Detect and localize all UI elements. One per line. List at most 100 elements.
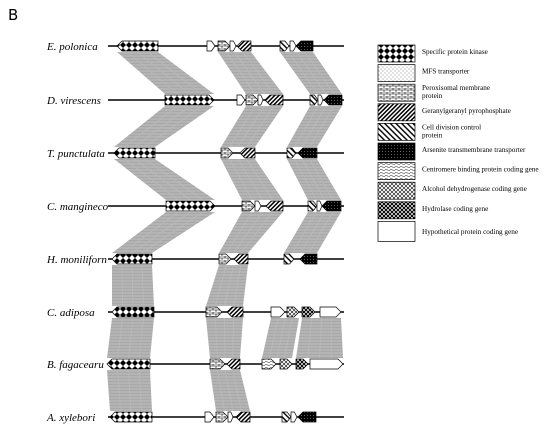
synteny-link-stripe — [284, 317, 293, 359]
track-3 — [108, 147, 344, 159]
synteny-link-stripe — [138, 317, 144, 359]
gene-arrow-hypo — [289, 40, 297, 52]
gene-arrow-hypo — [309, 358, 344, 370]
synteny-link-stripe — [214, 264, 227, 307]
synteny-link-stripe — [128, 369, 132, 412]
synteny-link-stripe — [229, 158, 253, 201]
synteny-link-stripe — [138, 369, 142, 412]
gene-arrow-hydrolase — [295, 358, 309, 370]
synteny-link-stripe — [134, 105, 190, 148]
gene-arrow-kinase — [113, 147, 156, 159]
synteny-link — [221, 106, 283, 147]
legend-swatch-perox — [377, 83, 416, 102]
synteny-link-stripe — [308, 211, 334, 254]
gene-arrow-arsenite — [295, 40, 314, 52]
synteny-link — [210, 370, 250, 411]
synteny-link-stripe — [124, 158, 179, 201]
legend-label: Centromere binding protein coding gene — [422, 166, 539, 174]
legend-label: Geranylgeranyl pyrophosphate — [422, 107, 511, 115]
gene-arrow-perox — [241, 200, 256, 212]
synteny-link — [219, 212, 283, 253]
synteny-link-stripe — [233, 264, 242, 307]
legend-swatch-hydrolase — [377, 201, 416, 220]
synteny-link-stripe — [240, 211, 274, 254]
synteny-link-stripe — [229, 105, 256, 148]
gene-arrow-hypo — [270, 306, 286, 318]
synteny-link-stripe — [234, 51, 265, 95]
synteny-link — [262, 318, 299, 358]
gene-arrow-arsenite — [323, 94, 343, 106]
synteny-link-stripe — [124, 105, 178, 148]
synteny-link-stripe — [287, 51, 319, 95]
gene-arrow-hypo — [229, 40, 237, 52]
gene-arrow-geranyl — [264, 94, 284, 106]
synteny-link — [114, 159, 215, 200]
legend-swatch-arsenite — [377, 142, 416, 161]
species-label: H. moniliforn — [46, 254, 107, 266]
synteny-link-stripe — [134, 158, 191, 201]
gene-arrow-geranyl — [233, 253, 249, 265]
gene-arrow-hypo — [257, 94, 264, 106]
synteny-link-stripe — [300, 211, 325, 254]
gene-arrow-celldiv — [283, 253, 295, 265]
legend-label: Hypothetical protein coding gene — [422, 228, 518, 236]
gene-arrow-arsenite — [297, 411, 317, 423]
synteny-link-stripe — [304, 51, 335, 95]
track-2 — [108, 94, 344, 106]
gene-arrow-kinase — [109, 411, 153, 423]
track-1 — [108, 40, 344, 52]
gene-arrow-kinase — [111, 253, 153, 265]
gene-arrow-arsenite — [297, 147, 318, 159]
legend-label: protein — [422, 92, 443, 100]
gene-arrow-hypo — [290, 411, 298, 423]
gene-arrow-arsenite — [321, 200, 342, 212]
gene-arrow-perox — [215, 411, 229, 423]
synteny-link-stripe — [224, 369, 234, 412]
synteny-link-stripe — [276, 317, 286, 359]
gene-arrow-geranyl — [239, 147, 256, 159]
synteny-link-stripe — [214, 317, 218, 359]
synteny-link — [206, 265, 248, 306]
gene-arrow-hypo — [316, 200, 323, 212]
species-label: A. xylebori — [46, 412, 95, 424]
species-label: B. fagacearu — [47, 359, 104, 371]
legend-swatch-hypo — [377, 221, 416, 242]
legend-label: Alcohol dehydrogenase coding gene — [422, 185, 527, 193]
legend-label: protein — [422, 131, 443, 139]
legend-label: Specific protein kinase — [422, 48, 488, 56]
synteny-link-stripe — [301, 105, 327, 148]
synteny-link — [117, 52, 214, 94]
gene-arrow-kinase — [116, 40, 159, 52]
gene-arrow-celldiv — [286, 147, 297, 159]
gene-arrow-perox — [209, 358, 226, 370]
gene-arrow-kinase — [111, 306, 155, 318]
synteny-link-stripe — [237, 158, 263, 201]
gene-arrow-hypo — [236, 94, 246, 106]
synteny-link-stripe — [225, 51, 256, 95]
track-5 — [108, 253, 344, 265]
synteny-link-stripe — [144, 158, 203, 201]
synteny-link-stripe — [232, 317, 235, 359]
gene-arrow-hypo — [206, 40, 216, 52]
synteny-links — [107, 51, 343, 412]
synteny-link-stripe — [224, 264, 234, 307]
gene-arrow-hypo — [317, 94, 324, 106]
gene-arrow-geranyl — [235, 411, 251, 423]
legend-label: Hydrolase coding gene — [422, 205, 488, 213]
gene-arrow-hypo — [227, 411, 234, 423]
gene-tracks — [106, 40, 344, 423]
synteny-link-stripe — [294, 105, 319, 148]
synteny-link-stripe — [301, 158, 325, 201]
synteny-link-stripe — [233, 211, 263, 254]
track-4 — [108, 200, 344, 212]
synteny-link-stripe — [141, 211, 203, 254]
legend-swatch-celldiv — [377, 123, 416, 141]
legend-swatch-centromere — [377, 162, 416, 180]
synteny-link-stripe — [246, 158, 274, 201]
track-7 — [106, 358, 344, 370]
panel-label: B — [8, 6, 19, 24]
gene-arrow-centromere — [261, 358, 277, 370]
